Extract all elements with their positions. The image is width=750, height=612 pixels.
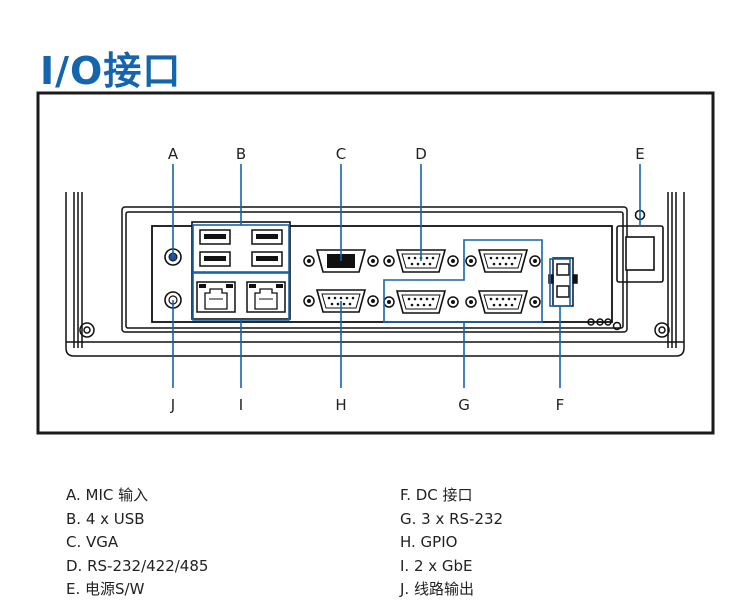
callout-a: A [168,145,179,163]
dc-jack [548,257,622,331]
legend-item-j: J. 线路输出 [400,580,474,598]
legend-item-g: G. 3 x RS-232 [400,509,504,528]
legend-right-column: F. DC 接口 G. 3 x RS-232 H. GPIO I. 2 x Gb… [400,484,503,602]
callout-d: D [415,145,427,163]
callout-lines [172,164,641,388]
legend-item-f: F. DC 接口 [400,486,473,504]
callout-g: G [458,396,470,414]
legend-item-h: H. GPIO [400,533,458,551]
callout-e: E [635,145,644,163]
legend-item-i: I. 2 x GbE [400,556,473,575]
legend-item-e: E. 电源S/W [66,580,145,598]
legend-item-b: B. 4 x USB [66,509,145,528]
legend-item-a: A. MIC 输入 [66,486,149,504]
page-title: I/O接口 [40,49,182,93]
callout-c: C [336,145,346,163]
callout-h: H [335,396,346,414]
callout-j: J [170,396,175,414]
callout-b: B [236,145,246,163]
io-panel-diagram: A B C D E J I H G F [36,91,715,435]
legend-left-column: A. MIC 输入 B. 4 x USB C. VGA D. RS-232/42… [66,484,208,602]
legend-item-d: D. RS-232/422/485 [66,556,209,575]
usb-lan-block [191,221,291,320]
callout-f: F [556,396,565,414]
device-back-panel [65,192,685,357]
legend-item-c: C. VGA [66,533,119,551]
callout-i: I [239,396,243,414]
power-switch [616,209,664,283]
